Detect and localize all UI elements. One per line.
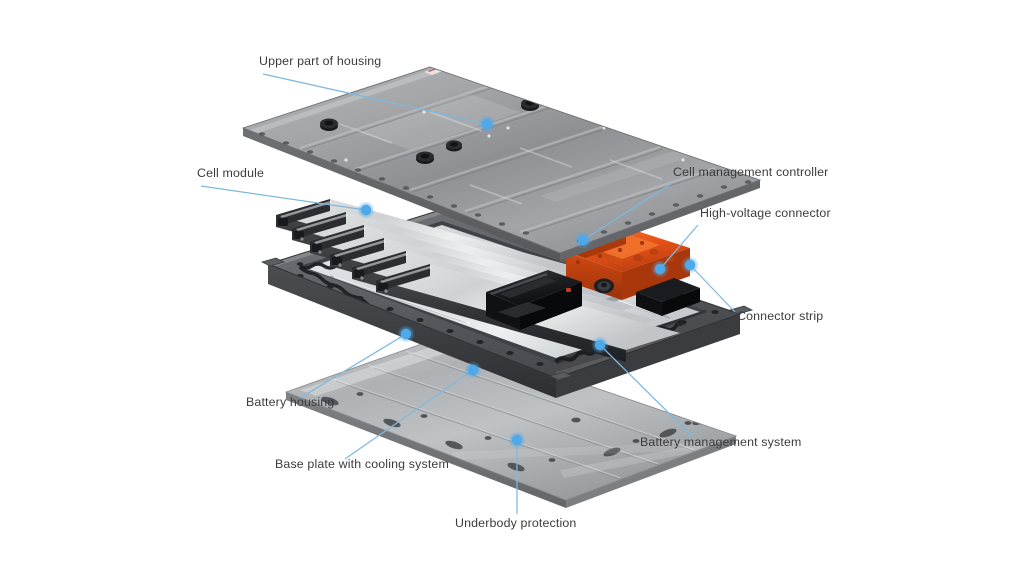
callout-upper-part-of-housing: Upper part of housing <box>259 54 496 133</box>
callout-label-battery-housing: Battery housing <box>246 395 334 409</box>
leader-line <box>599 344 694 438</box>
leader-line <box>262 73 488 125</box>
leader-line <box>659 224 699 270</box>
callout-label-cell-management-controller: Cell management controller <box>673 165 828 179</box>
leader-line <box>689 264 736 313</box>
callout-label-battery-management-system: Battery management system <box>640 435 801 449</box>
callout-battery-management-system: Battery management system <box>591 336 801 449</box>
callout-battery-housing: Battery housing <box>246 325 415 409</box>
leader-dot[interactable] <box>577 234 589 246</box>
battery-management-box <box>486 270 582 330</box>
callout-label-high-voltage-connector: High-voltage connector <box>700 206 831 220</box>
leader-line <box>344 369 474 460</box>
leader-dot[interactable] <box>467 364 479 376</box>
callout-label-cell-module: Cell module <box>197 166 264 180</box>
callout-cell-module: Cell module <box>197 166 375 219</box>
callout-high-voltage-connector: High-voltage connector <box>651 206 831 278</box>
callout-label-base-plate-with-cooling-system: Base plate with cooling system <box>275 457 449 471</box>
callout-label-connector-strip: Connector strip <box>737 309 823 323</box>
callout-base-plate-with-cooling-system: Base plate with cooling system <box>275 361 482 471</box>
leader-dot[interactable] <box>654 263 666 275</box>
leader-dot[interactable] <box>360 204 372 216</box>
callout-label-underbody-protection: Underbody protection <box>455 516 576 530</box>
callout-cell-management-controller: Cell management controller <box>574 165 828 249</box>
connector-block <box>636 278 700 316</box>
callout-label-upper-part-of-housing: Upper part of housing <box>259 54 381 68</box>
leader-dot[interactable] <box>481 118 493 130</box>
underbody-protection-plate <box>284 335 738 508</box>
leader-line <box>299 333 407 399</box>
leader-dot[interactable] <box>594 339 606 351</box>
callout-underbody-protection: Underbody protection <box>455 431 576 530</box>
leader-dot[interactable] <box>511 434 523 446</box>
leader-line <box>200 185 367 211</box>
callout-connector-strip: Connector strip <box>681 256 823 323</box>
leader-line <box>582 183 672 241</box>
leader-dot[interactable] <box>400 328 412 340</box>
leader-dot[interactable] <box>684 259 696 271</box>
